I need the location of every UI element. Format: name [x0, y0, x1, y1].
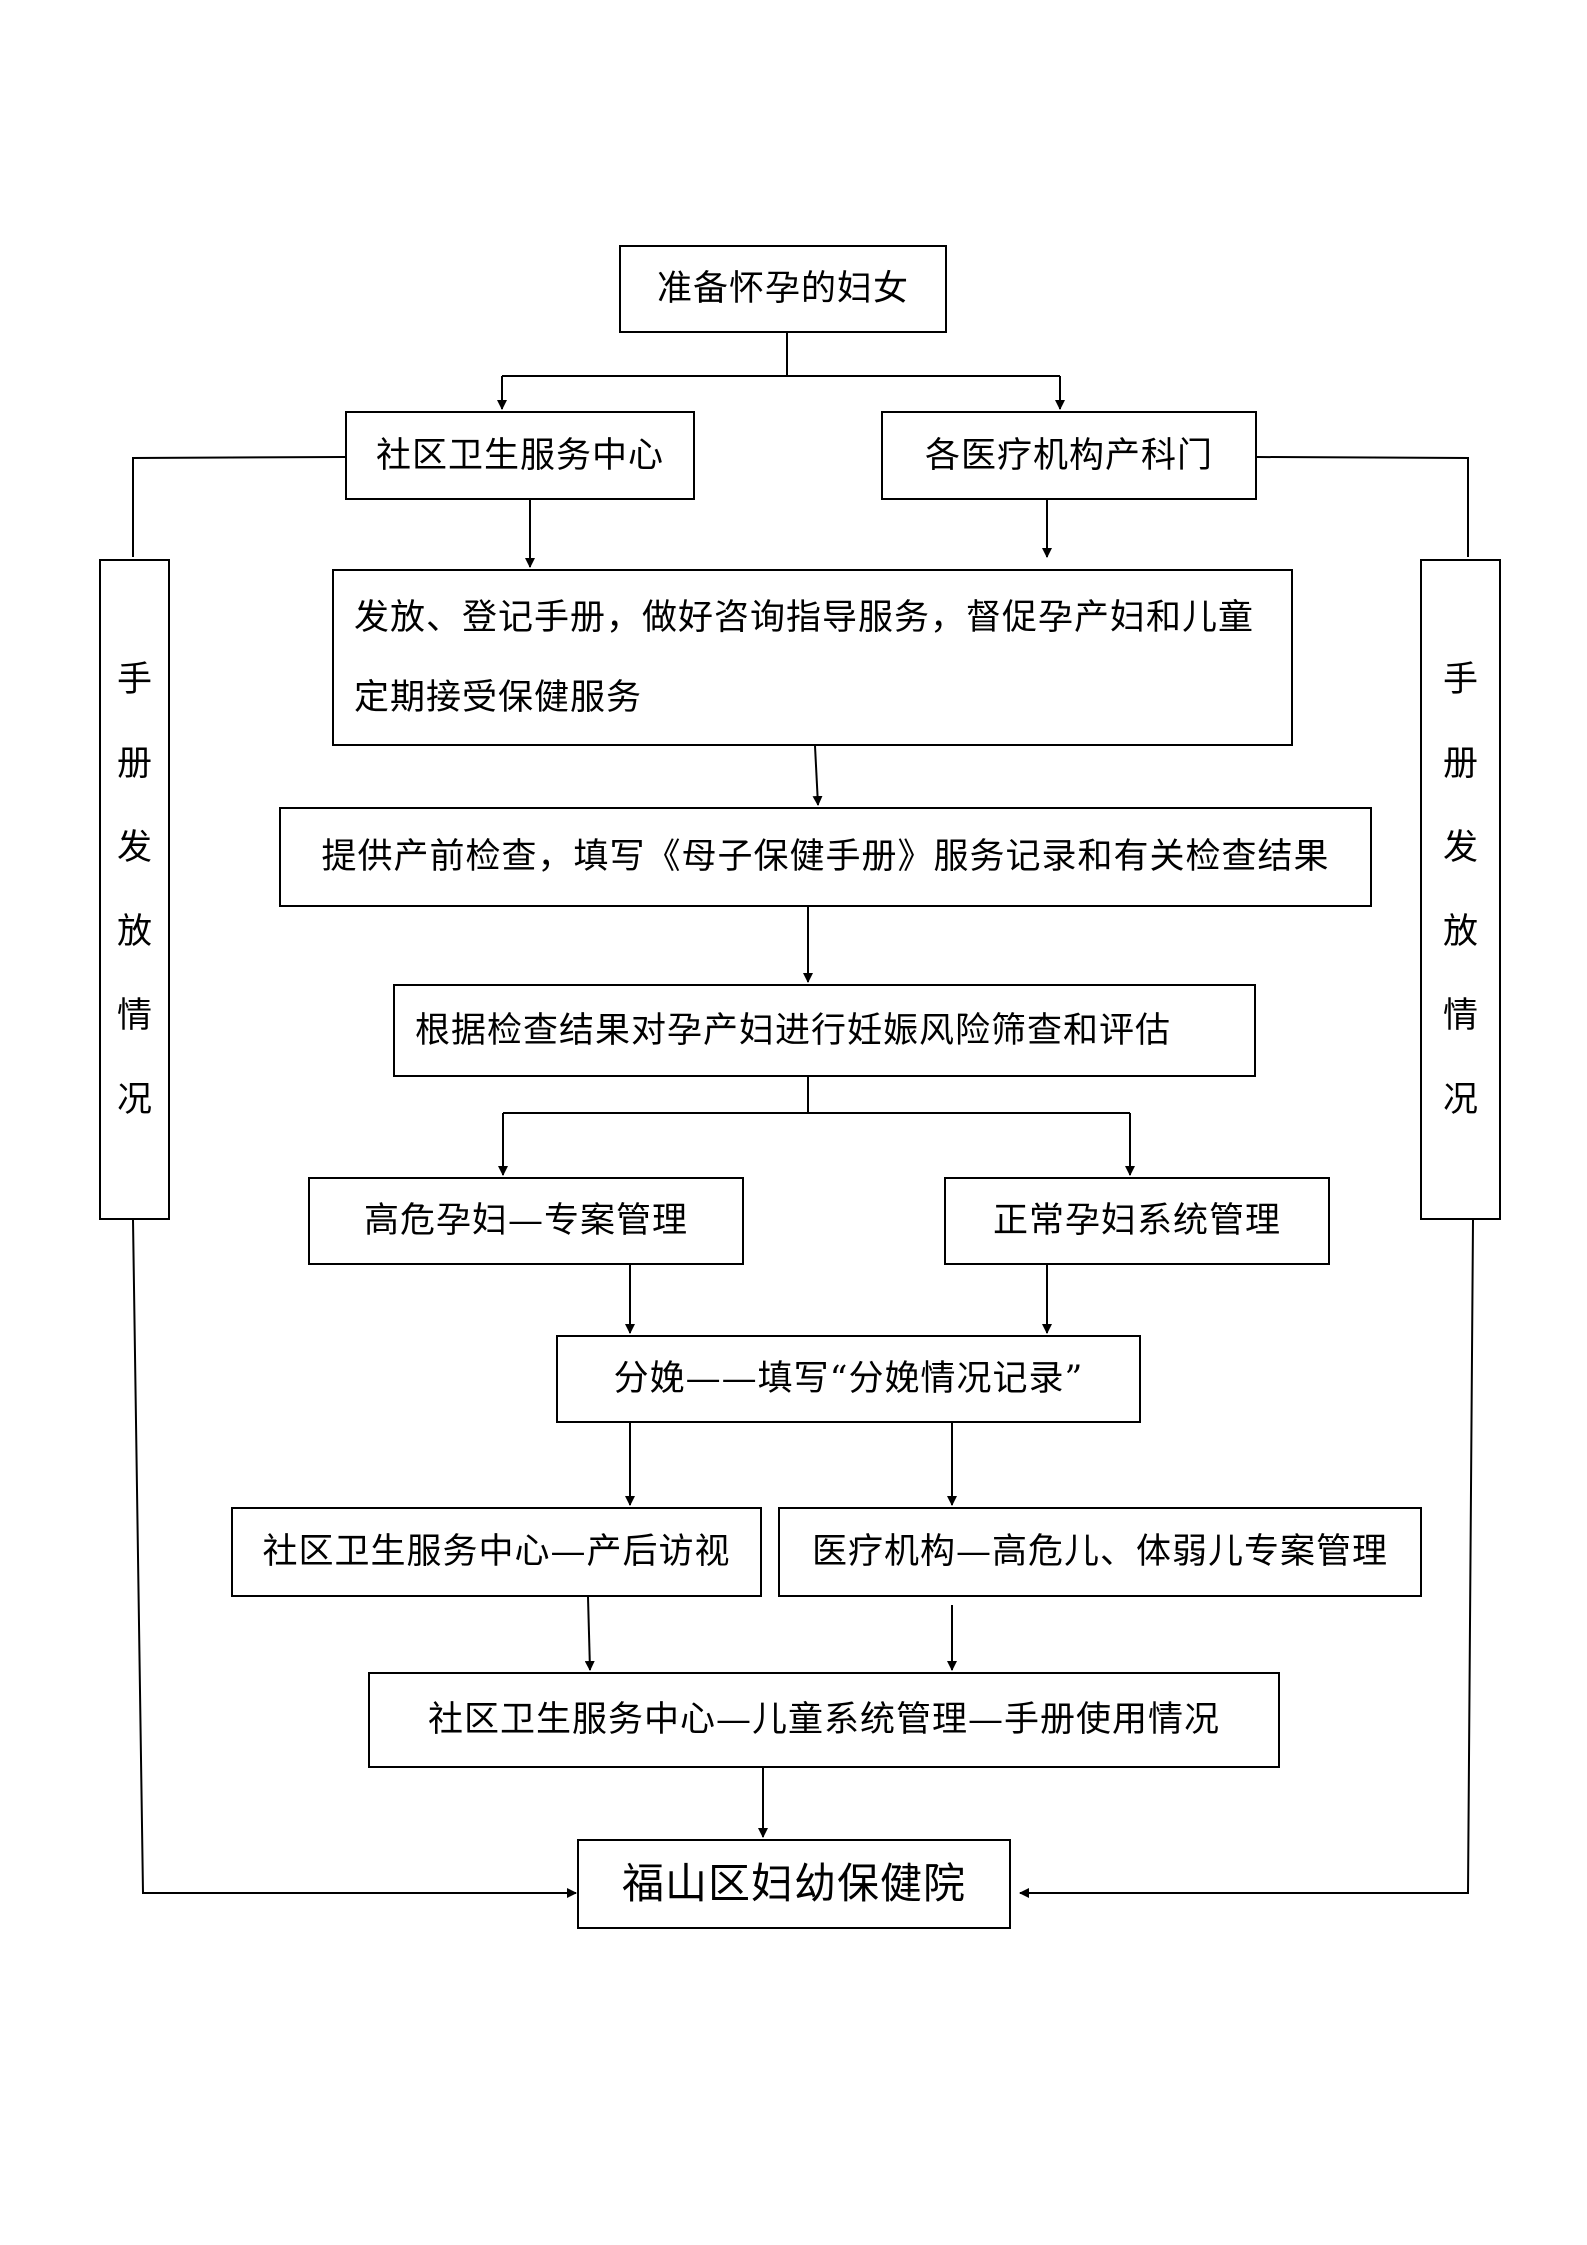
side-left-char-6: 况	[116, 1079, 152, 1120]
side-left-char-2: 册	[116, 743, 152, 784]
side-left-char-1: 手	[116, 659, 152, 700]
node-final: 福山区妇幼保健院	[577, 1839, 1011, 1929]
node-handbook-issue-line-2: 定期接受保健服务	[354, 677, 643, 718]
side-right-char-4: 放	[1442, 911, 1478, 952]
node-community-center-label: 社区卫生服务中心	[375, 435, 664, 476]
node-child-management-label: 社区卫生服务中心—儿童系统管理—手册使用情况	[427, 1700, 1220, 1740]
connector-left-side-bottom	[132, 1219, 577, 1898]
side-left-char-4: 放	[116, 911, 152, 952]
side-left-char-5: 情	[116, 995, 152, 1036]
node-prenatal-check: 提供产前检查，填写《母子保健手册》服务记录和有关检查结果	[279, 807, 1372, 907]
node-risk-screening: 根据检查结果对孕产妇进行妊娠风险筛查和评估	[393, 984, 1256, 1077]
node-normal-label: 正常孕妇系统管理	[992, 1201, 1281, 1241]
node-start: 准备怀孕的妇女	[619, 245, 947, 333]
connector-right-side-top	[1256, 456, 1469, 557]
side-right-char-6: 况	[1442, 1079, 1478, 1120]
connector-start-split	[502, 333, 1060, 377]
arrow-postpartum-to-child-mgmt	[584, 1596, 595, 1671]
side-right-char-2: 册	[1442, 743, 1478, 784]
node-high-risk-child: 医疗机构—高危儿、体弱儿专案管理	[778, 1507, 1422, 1597]
side-box-right: 手 册 发 放 情 况	[1420, 559, 1501, 1220]
node-prenatal-check-label: 提供产前检查，填写《母子保健手册》服务记录和有关检查结果	[321, 837, 1330, 877]
node-postpartum-visit: 社区卫生服务中心—产后访视	[231, 1507, 762, 1597]
node-high-risk: 高危孕妇—专案管理	[308, 1177, 744, 1265]
connector-right-side-bottom	[1019, 1219, 1474, 1898]
node-delivery: 分娩——填写“分娩情况记录”	[556, 1335, 1141, 1423]
node-medical-dept: 各医疗机构产科门	[881, 411, 1257, 500]
node-handbook-issue-line-1: 发放、登记手册，做好咨询指导服务，督促孕产妇和儿童	[354, 597, 1255, 638]
node-risk-screening-label: 根据检查结果对孕产妇进行妊娠风险筛查和评估	[415, 1010, 1172, 1051]
arrow-issue-to-prenatal	[812, 745, 823, 806]
node-high-risk-label: 高危孕妇—专案管理	[363, 1201, 688, 1241]
node-normal: 正常孕妇系统管理	[944, 1177, 1330, 1265]
node-final-label: 福山区妇幼保健院	[621, 1858, 966, 1908]
side-right-char-5: 情	[1442, 995, 1478, 1036]
node-delivery-label: 分娩——填写“分娩情况记录”	[613, 1359, 1084, 1399]
node-medical-dept-label: 各医疗机构产科门	[924, 435, 1213, 476]
connector-left-side-top	[132, 456, 346, 557]
node-start-label: 准备怀孕的妇女	[656, 269, 909, 309]
side-box-left: 手 册 发 放 情 况	[99, 559, 170, 1220]
node-child-management: 社区卫生服务中心—儿童系统管理—手册使用情况	[368, 1672, 1280, 1768]
node-high-risk-child-label: 医疗机构—高危儿、体弱儿专案管理	[811, 1532, 1388, 1572]
side-left-char-3: 发	[116, 827, 152, 868]
side-right-char-3: 发	[1442, 827, 1478, 868]
node-handbook-issue: 发放、登记手册，做好咨询指导服务，督促孕产妇和儿童 定期接受保健服务	[332, 569, 1293, 746]
node-postpartum-visit-label: 社区卫生服务中心—产后访视	[262, 1532, 731, 1572]
side-right-char-1: 手	[1442, 659, 1478, 700]
node-community-center: 社区卫生服务中心	[345, 411, 695, 500]
connector-screening-split	[503, 1077, 1130, 1114]
